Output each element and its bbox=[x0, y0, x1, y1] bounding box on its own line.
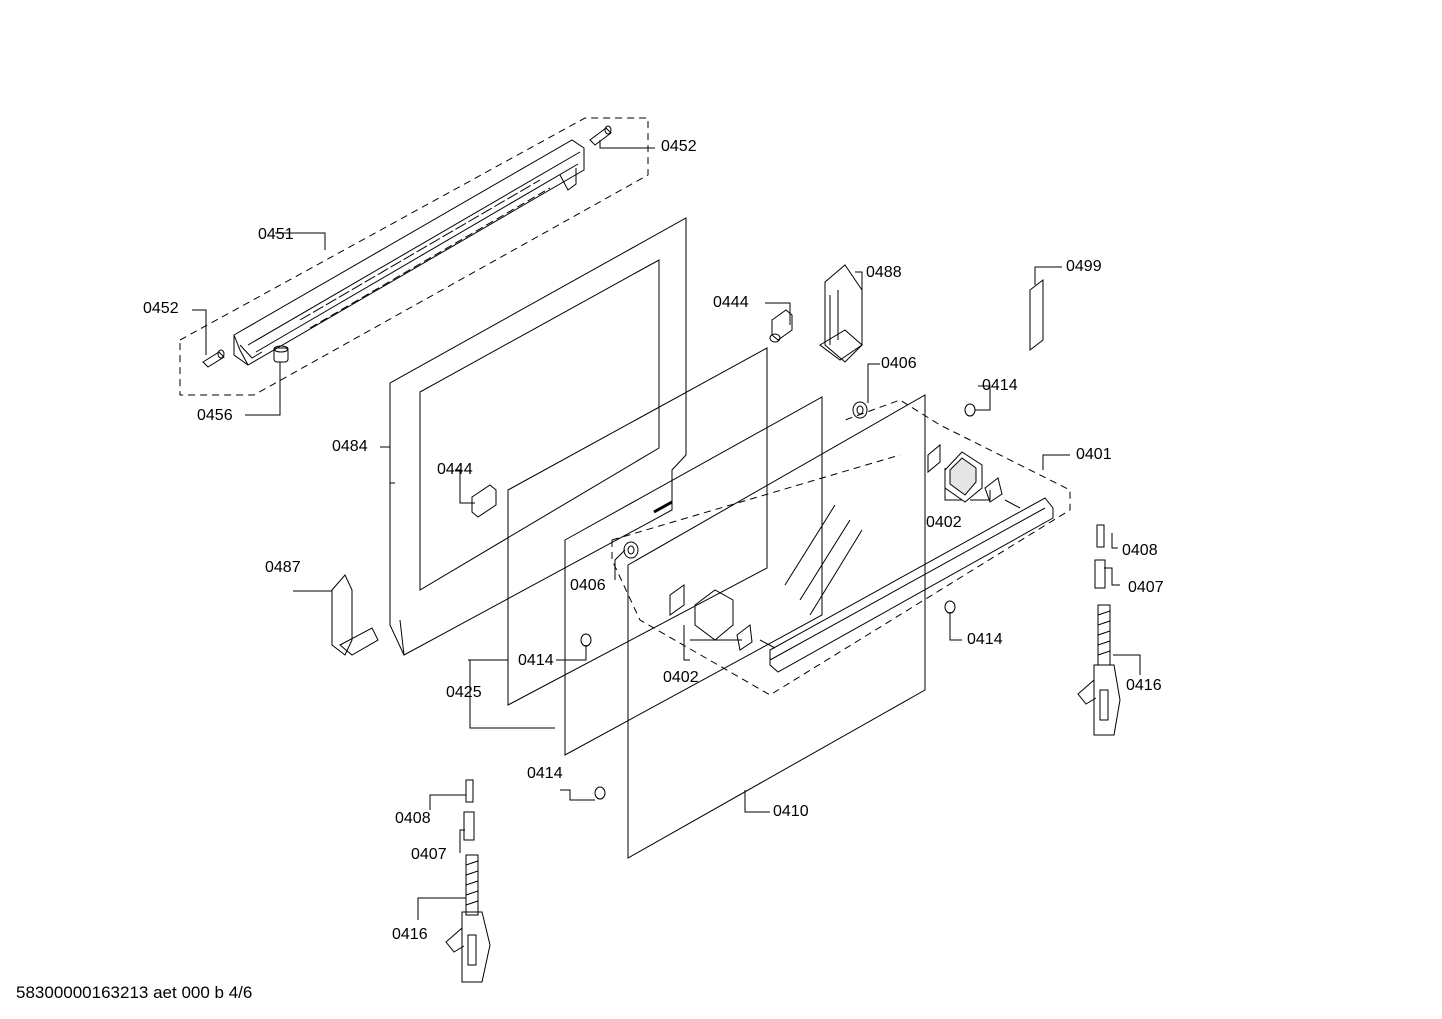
label-0456: 0456 bbox=[197, 407, 233, 424]
door-handle-bar bbox=[760, 498, 1053, 672]
label-0406-top: 0406 bbox=[881, 355, 917, 372]
handle-holder-left bbox=[670, 585, 752, 650]
label-0416-right: 0416 bbox=[1126, 677, 1162, 694]
label-0452-top: 0452 bbox=[661, 138, 697, 155]
spacer-top bbox=[853, 402, 867, 418]
label-0414-right: 0414 bbox=[967, 631, 1003, 648]
label-0444-top: 0444 bbox=[713, 294, 749, 311]
document-id: 58300000163213 aet 000 b 4/6 bbox=[16, 983, 253, 1002]
label-0444-mid: 0444 bbox=[437, 461, 473, 478]
label-0414-top: 0414 bbox=[982, 377, 1018, 394]
hinge-right bbox=[1078, 525, 1120, 735]
inner-glass-pane-1 bbox=[508, 348, 767, 705]
label-0484: 0484 bbox=[332, 438, 368, 455]
label-0488: 0488 bbox=[866, 264, 902, 281]
label-0425: 0425 bbox=[446, 684, 482, 701]
handle-holder-right bbox=[928, 445, 1002, 502]
label-0408-right: 0408 bbox=[1122, 542, 1158, 559]
inner-glass-pane-2 bbox=[565, 397, 822, 755]
clip-bottom bbox=[595, 787, 605, 799]
label-0451: 0451 bbox=[258, 226, 294, 243]
label-0406-left: 0406 bbox=[570, 577, 606, 594]
bracket-top bbox=[770, 310, 792, 342]
label-0402-left: 0402 bbox=[663, 669, 699, 686]
outer-door-glass bbox=[628, 395, 925, 858]
pin-top bbox=[590, 126, 611, 145]
outer-door-frame bbox=[390, 218, 686, 655]
top-profile-rail bbox=[234, 140, 584, 365]
handle-assembly-dashed-box bbox=[612, 400, 1070, 695]
hinge-guide-right bbox=[820, 265, 862, 362]
label-0401: 0401 bbox=[1076, 446, 1112, 463]
top-assembly-dashed-box bbox=[180, 118, 648, 395]
leader-lines bbox=[192, 140, 1140, 920]
label-0487: 0487 bbox=[265, 559, 301, 576]
clip-right bbox=[945, 601, 955, 613]
clip-mid bbox=[581, 634, 591, 646]
label-0407-left: 0407 bbox=[411, 846, 447, 863]
hinge-left bbox=[446, 780, 490, 982]
spacer-left bbox=[624, 542, 638, 558]
label-0499: 0499 bbox=[1066, 258, 1102, 275]
seal-strip bbox=[1030, 280, 1043, 350]
label-0402-right: 0402 bbox=[926, 514, 962, 531]
cap bbox=[274, 346, 288, 362]
hinge-guide-left bbox=[332, 575, 378, 655]
clip-top bbox=[965, 404, 975, 416]
label-0407-right: 0407 bbox=[1128, 579, 1164, 596]
label-0416-left: 0416 bbox=[392, 926, 428, 943]
label-0452-left: 0452 bbox=[143, 300, 179, 317]
pin-left bbox=[203, 350, 224, 367]
label-0410: 0410 bbox=[773, 803, 809, 820]
label-0414-bottom: 0414 bbox=[527, 765, 563, 782]
label-0408-left: 0408 bbox=[395, 810, 431, 827]
bracket-mid bbox=[472, 485, 496, 517]
label-0414-mid: 0414 bbox=[518, 652, 554, 669]
